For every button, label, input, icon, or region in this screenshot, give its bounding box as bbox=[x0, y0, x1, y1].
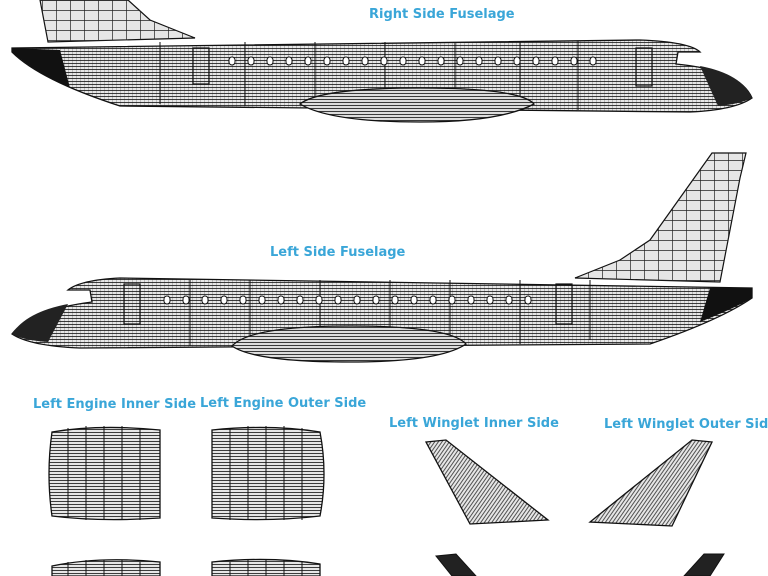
left-engine-inner-part bbox=[48, 426, 161, 521]
right-fuselage-part bbox=[11, 0, 753, 123]
label-left-engine-outer-side: Left Engine Outer Side bbox=[200, 396, 367, 411]
label-left-winglet-outer-side: Left Winglet Outer Side bbox=[604, 417, 768, 432]
left-winglet-outer-part bbox=[588, 439, 713, 527]
label-left-engine-inner-side: Left Engine Inner Side bbox=[33, 397, 197, 412]
left-winglet-inner-part bbox=[424, 439, 550, 525]
label-right-side-fuselage: Right Side Fuselage bbox=[369, 7, 515, 22]
label-left-side-fuselage: Left Side Fuselage bbox=[270, 245, 406, 260]
right-fuselage-windows bbox=[228, 56, 597, 66]
left-winglet-outer-part-lower bbox=[683, 553, 725, 576]
left-fuselage-windows bbox=[163, 295, 532, 305]
left-engine-outer-part-lower bbox=[211, 558, 321, 576]
left-fuselage-part bbox=[11, 152, 753, 363]
left-engine-inner-part-lower bbox=[51, 559, 161, 576]
label-left-winglet-inner-side: Left Winglet Inner Side bbox=[389, 416, 559, 431]
left-engine-outer-part bbox=[211, 426, 325, 521]
left-winglet-inner-part-lower bbox=[435, 553, 477, 576]
